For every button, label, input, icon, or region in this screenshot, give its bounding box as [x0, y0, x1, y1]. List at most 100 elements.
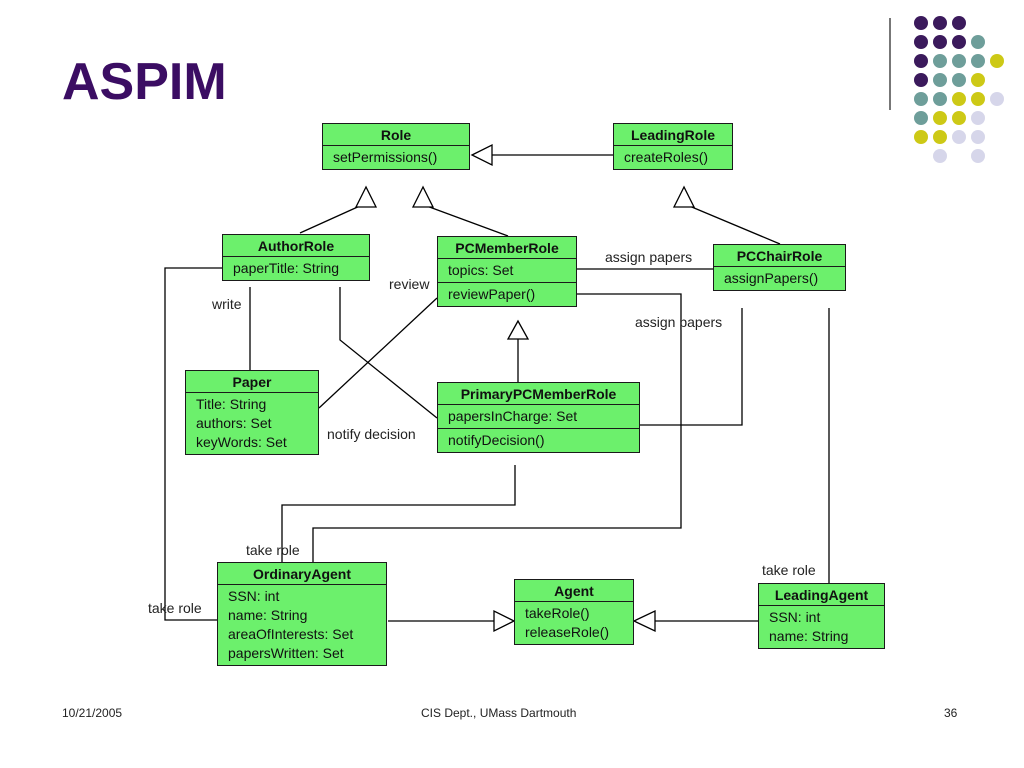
- class-attributes: topics: Set: [438, 259, 576, 282]
- method: notifyDecision(): [448, 432, 545, 448]
- class-ordinary-agent: OrdinaryAgent SSN: int name: String area…: [217, 562, 387, 666]
- class-name: OrdinaryAgent: [218, 563, 386, 585]
- method: createRoles(): [624, 149, 709, 165]
- assign-papers-label: assign papers: [635, 314, 723, 330]
- deco-dot: [933, 54, 947, 68]
- deco-dot: [952, 130, 966, 144]
- class-methods: setPermissions(): [323, 146, 469, 169]
- inheritance-arrowhead: [411, 185, 435, 208]
- notify-decision-label: notify decision: [327, 426, 416, 442]
- attribute: SSN: int: [769, 609, 821, 625]
- deco-dot: [990, 54, 1004, 68]
- deco-dot: [971, 111, 985, 125]
- pcchairrole-leadingrole-inheritance-line: [686, 204, 781, 245]
- class-name: Role: [323, 124, 469, 146]
- take-role-label: take role: [762, 562, 816, 578]
- deco-dot: [971, 92, 985, 106]
- deco-dot: [914, 92, 928, 106]
- deco-dot: [971, 54, 985, 68]
- method: setPermissions(): [333, 149, 438, 165]
- inheritance-arrowhead: [493, 609, 516, 633]
- deco-dot: [933, 92, 947, 106]
- class-author-role: AuthorRole paperTitle: String: [222, 234, 370, 281]
- deco-dot: [971, 35, 985, 49]
- attribute: papersInCharge: Set: [448, 408, 578, 424]
- pcmember-take-role-line: [312, 293, 682, 562]
- deco-dot: [952, 16, 966, 30]
- review-association-line: [318, 297, 438, 409]
- deco-dot: [933, 73, 947, 87]
- deco-dot: [933, 111, 947, 125]
- attribute: areaOfInterests: Set: [228, 626, 354, 642]
- deco-dot: [914, 111, 928, 125]
- assign-papers-label: assign papers: [605, 249, 693, 265]
- class-methods: takeRole() releaseRole(): [515, 602, 633, 644]
- class-name: AuthorRole: [223, 235, 369, 257]
- attribute: papersWritten: Set: [228, 645, 344, 661]
- assign-papers-association-line: [640, 308, 743, 426]
- class-paper: Paper Title: String authors: Set keyWord…: [185, 370, 319, 455]
- deco-dot: [933, 16, 947, 30]
- footer-organization: CIS Dept., UMass Dartmouth: [421, 706, 577, 720]
- class-attributes: paperTitle: String: [223, 257, 369, 280]
- class-pc-chair-role: PCChairRole assignPapers(): [713, 244, 846, 291]
- method: reviewPaper(): [448, 286, 536, 302]
- class-name: LeadingRole: [614, 124, 732, 146]
- deco-dot: [971, 130, 985, 144]
- attribute: name: String: [769, 628, 849, 644]
- class-attributes: SSN: int name: String areaOfInterests: S…: [218, 585, 386, 665]
- deco-dot: [914, 73, 928, 87]
- class-name: LeadingAgent: [759, 584, 884, 606]
- class-leading-role: LeadingRole createRoles(): [613, 123, 733, 170]
- attribute: name: String: [228, 607, 308, 623]
- footer-page-number: 36: [944, 706, 958, 720]
- class-role: Role setPermissions(): [322, 123, 470, 170]
- class-pc-member-role: PCMemberRole topics: Set reviewPaper(): [437, 236, 577, 307]
- deco-dot: [933, 149, 947, 163]
- footer-date: 10/21/2005: [62, 706, 123, 720]
- deco-dot: [952, 92, 966, 106]
- attribute: SSN: int: [228, 588, 280, 604]
- deco-dot: [933, 130, 947, 144]
- attribute: keyWords: Set: [196, 434, 287, 450]
- method: assignPapers(): [724, 270, 819, 286]
- pcmemberrole-role-inheritance-line: [423, 204, 509, 237]
- review-label: review: [389, 276, 430, 292]
- inheritance-arrowhead: [632, 609, 656, 633]
- method: takeRole(): [525, 605, 590, 621]
- title-divider: [889, 18, 891, 110]
- primary-take-role-line: [281, 465, 516, 562]
- class-name: PrimaryPCMemberRole: [438, 383, 639, 405]
- authorrole-role-inheritance-line: [299, 204, 363, 234]
- deco-dot: [914, 130, 928, 144]
- inheritance-arrowhead: [470, 143, 493, 167]
- deco-dot: [952, 35, 966, 49]
- class-attributes: Title: String authors: Set keyWords: Set: [186, 393, 318, 454]
- deco-dot: [971, 149, 985, 163]
- class-methods: reviewPaper(): [438, 282, 576, 306]
- class-name: PCChairRole: [714, 245, 845, 267]
- method: releaseRole(): [525, 624, 610, 640]
- class-methods: assignPapers(): [714, 267, 845, 290]
- deco-dot: [914, 35, 928, 49]
- slide-title: ASPIM: [62, 53, 227, 111]
- deco-dot: [952, 73, 966, 87]
- class-agent: Agent takeRole() releaseRole(): [514, 579, 634, 645]
- deco-dot: [914, 16, 928, 30]
- take-role-label: take role: [148, 600, 202, 616]
- class-leading-agent: LeadingAgent SSN: int name: String: [758, 583, 885, 649]
- class-methods: notifyDecision(): [438, 428, 639, 452]
- inheritance-arrowhead: [506, 319, 530, 340]
- class-name: PCMemberRole: [438, 237, 576, 259]
- deco-dot: [933, 35, 947, 49]
- deco-dot: [990, 92, 1004, 106]
- author-take-role-line: [164, 267, 222, 621]
- class-primary-pc-member-role: PrimaryPCMemberRole papersInCharge: Set …: [437, 382, 640, 453]
- attribute: paperTitle: String: [233, 260, 340, 276]
- deco-dot: [952, 54, 966, 68]
- attribute: authors: Set: [196, 415, 272, 431]
- class-attributes: papersInCharge: Set: [438, 405, 639, 428]
- deco-dot: [971, 73, 985, 87]
- attribute: Title: String: [196, 396, 267, 412]
